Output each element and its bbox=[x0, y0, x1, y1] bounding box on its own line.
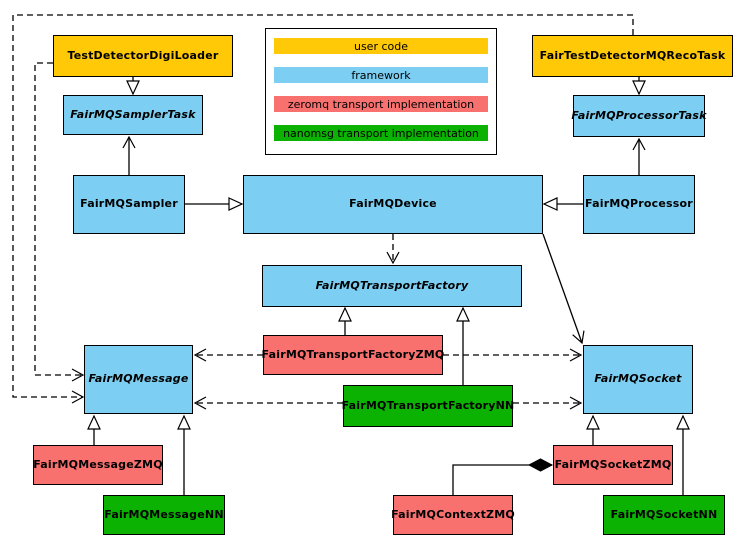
legend-item-zeromq: zeromq transport implementation bbox=[274, 96, 488, 112]
class-label: FairMQDevice bbox=[349, 197, 437, 211]
class-box-fairmqprocessortask: FairMQProcessorTask bbox=[571, 95, 707, 137]
class-box-fairmqsocket: FairMQSocket bbox=[583, 345, 693, 414]
class-label: FairMQTransportFactoryNN bbox=[341, 398, 515, 412]
class-box-fairmqtransportfactoryzmq: FairMQTransportFactoryZMQ bbox=[261, 335, 445, 375]
class-box-fairmqmessagenn: FairMQMessageNN bbox=[103, 495, 225, 535]
class-label: FairMQSampler bbox=[80, 197, 178, 211]
class-label: FairMQSocket bbox=[594, 372, 682, 386]
legend-label: zeromq transport implementation bbox=[287, 97, 475, 111]
class-label: FairMQSocketNN bbox=[610, 507, 718, 521]
class-box-fairmqmessagezmq: FairMQMessageZMQ bbox=[33, 445, 163, 485]
class-label: FairMQTransportFactoryZMQ bbox=[261, 347, 445, 361]
class-label: FairMQProcessor bbox=[585, 197, 693, 211]
legend-label: user code bbox=[353, 39, 409, 53]
class-label: FairMQSamplerTask bbox=[70, 107, 196, 121]
edge-association-fairmqdevice-fairmqsocket bbox=[542, 233, 585, 345]
class-label: FairMQContextZMQ bbox=[391, 507, 515, 521]
legend-label: framework bbox=[351, 68, 411, 82]
class-box-fairmqtransportfactorynn: FairMQTransportFactoryNN bbox=[341, 385, 515, 427]
class-box-fairmqsocketzmq: FairMQSocketZMQ bbox=[553, 445, 673, 485]
class-label: FairMQMessage bbox=[88, 372, 189, 386]
class-box-fairmqprocessor: FairMQProcessor bbox=[583, 175, 695, 234]
class-box-fairmqcontextzmq: FairMQContextZMQ bbox=[391, 495, 515, 535]
class-box-fairtestdetectormqrecotask: FairTestDetectorMQRecoTask bbox=[532, 35, 733, 77]
class-box-fairmqtransportfactory: FairMQTransportFactory bbox=[262, 265, 522, 307]
legend-label: nanomsg transport implementation bbox=[283, 126, 479, 140]
class-label: FairMQProcessorTask bbox=[571, 108, 707, 122]
class-box-testdetectordigiloader: TestDetectorDigiLoader bbox=[53, 35, 233, 77]
class-box-fairmqsamplertask: FairMQSamplerTask bbox=[63, 95, 203, 135]
legend-item-user-code: user code bbox=[274, 38, 488, 54]
class-label: FairMQMessageNN bbox=[104, 507, 224, 521]
class-box-fairmqsampler: FairMQSampler bbox=[73, 175, 185, 234]
edge-composition-fairmqcontextzmq-fairmqsocketzmq bbox=[452, 465, 552, 495]
class-box-fairmqmessage: FairMQMessage bbox=[84, 345, 193, 414]
legend: user code framework zeromq transport imp… bbox=[265, 28, 497, 155]
class-label: FairMQTransportFactory bbox=[315, 278, 469, 292]
class-label: FairMQMessageZMQ bbox=[33, 457, 163, 471]
class-label: FairMQSocketZMQ bbox=[554, 457, 672, 471]
class-box-fairmqsocketnn: FairMQSocketNN bbox=[603, 495, 725, 535]
edge-dependency-fairtestdetectormqrecotask-fairmqmessage bbox=[12, 14, 634, 404]
class-box-fairmqdevice: FairMQDevice bbox=[243, 175, 543, 234]
class-label: TestDetectorDigiLoader bbox=[67, 48, 219, 62]
class-label: FairTestDetectorMQRecoTask bbox=[539, 48, 726, 62]
legend-item-nanomsg: nanomsg transport implementation bbox=[274, 125, 488, 141]
legend-item-framework: framework bbox=[274, 67, 488, 83]
edge-dependency-testdetectordigiloader-fairmqmessage bbox=[34, 62, 85, 382]
